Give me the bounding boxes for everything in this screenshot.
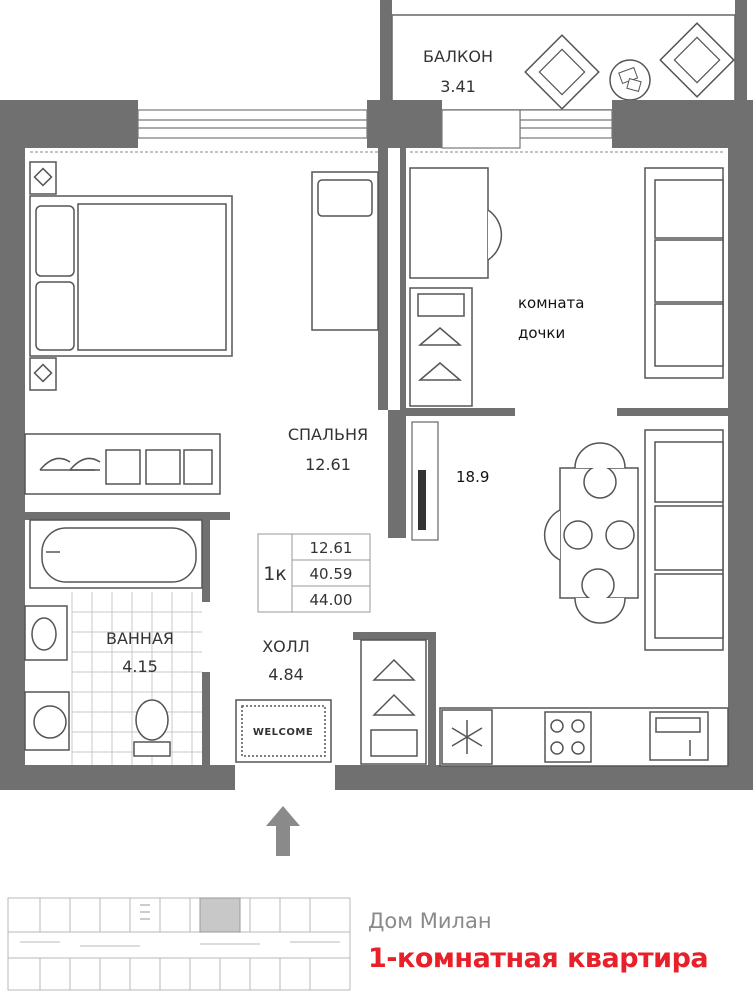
doormat-text: WELCOME [253, 727, 313, 738]
toilet [133, 699, 171, 757]
hall-name: ХОЛЛ [262, 637, 310, 656]
living-area-value: 12.61 [310, 539, 353, 557]
outer-walls [0, 100, 753, 790]
desk [409, 167, 489, 279]
balcony: БАЛКОН 3.41 [380, 0, 747, 112]
kitchen [439, 707, 729, 767]
apartment-type-title: 1-комнатная квартира [368, 943, 709, 974]
entrance-arrow-icon [266, 806, 300, 856]
balcony-chair-right [659, 22, 735, 98]
interior-walls [25, 148, 728, 770]
bathroom [24, 519, 203, 765]
usable-area-value: 40.59 [310, 565, 353, 583]
balcony-name: БАЛКОН [423, 47, 493, 66]
brand-block: Дом Милан 1-комнатная квартира [368, 908, 753, 976]
hall-area: 4.84 [268, 665, 304, 684]
nightstand-top [29, 161, 57, 195]
building-key-plan [7, 897, 351, 991]
window-daughter-room [519, 109, 613, 139]
bathroom-tiles [71, 592, 202, 765]
desk-chair [487, 209, 503, 261]
daughter-room-name-line1: комната [518, 294, 584, 312]
brand-name: Дом Милан [368, 909, 492, 933]
total-area-value: 44.00 [310, 591, 353, 609]
balcony-table [609, 59, 651, 101]
key-plan-highlight [199, 897, 241, 933]
bedroom-area: 12.61 [305, 455, 351, 474]
bedroom-name: СПАЛЬНЯ [288, 425, 368, 444]
balcony-door [441, 109, 521, 149]
windows [137, 109, 613, 149]
bedroom-furniture [24, 161, 379, 495]
hall-furniture [235, 639, 427, 765]
daughter-room-name-line2: дочки [518, 324, 565, 342]
daughter-room-furniture [409, 167, 724, 651]
bathroom-area: 4.15 [122, 657, 158, 676]
balcony-area: 3.41 [440, 77, 476, 96]
daughter-room-area: 18.9 [456, 468, 489, 486]
sliding-door [411, 421, 439, 541]
cooktop [544, 711, 592, 763]
doormat [235, 699, 332, 763]
area-summary: 1к 12.61 40.59 44.00 [257, 533, 371, 613]
window-bedroom [137, 109, 368, 139]
bathroom-name: ВАННАЯ [106, 629, 174, 648]
apartment-type-code: 1к [263, 563, 287, 585]
balcony-chair-left [524, 34, 600, 110]
